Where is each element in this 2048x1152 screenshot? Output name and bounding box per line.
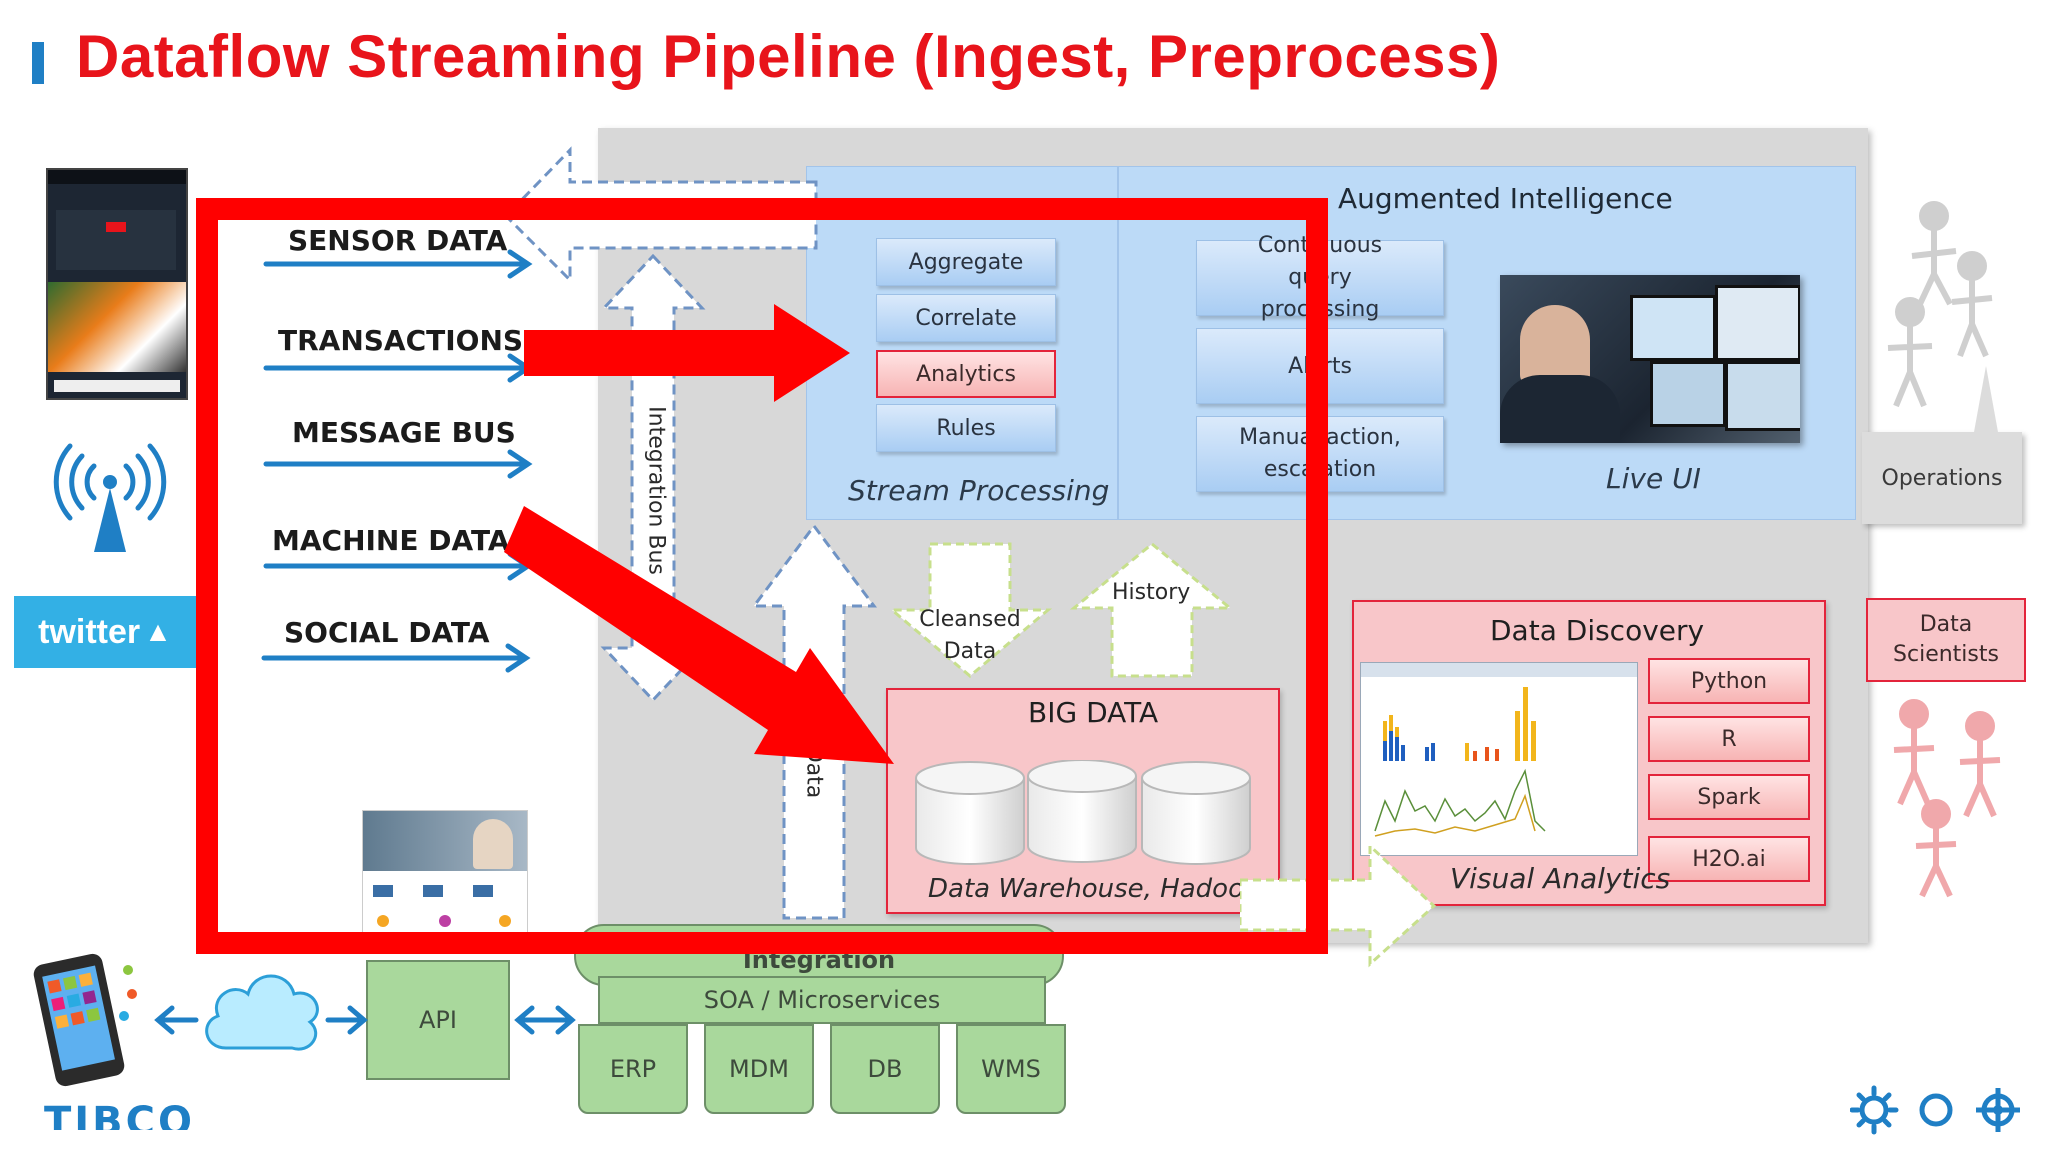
operations-people-icon	[1887, 201, 1998, 432]
spark-box: Spark	[1648, 774, 1810, 820]
history-arrow	[1069, 542, 1235, 678]
web-portal-screenshot	[362, 810, 528, 936]
db-box: DB	[830, 1024, 940, 1114]
rules-box: Rules	[876, 404, 1056, 452]
integration-bus-arrow	[600, 253, 706, 703]
api-integration-connector-arrow	[514, 1005, 576, 1035]
cloud-connector-arrows	[154, 1005, 368, 1035]
twitter-logo: twitter▲	[14, 596, 196, 668]
sports-app-screenshot	[46, 168, 188, 400]
cleansed-data-label: Cleansed Data	[919, 607, 1021, 664]
highlight-frame	[196, 198, 1328, 954]
title-accent-bar	[32, 42, 44, 84]
erp-box: ERP	[578, 1024, 688, 1114]
mobile-apps-icon	[33, 953, 137, 1087]
source-flow-arrows	[261, 249, 533, 673]
soa-box: SOA / Microservices	[598, 976, 1046, 1024]
python-box: Python	[1648, 658, 1810, 704]
operations-box: Operations	[1862, 432, 2022, 524]
big-data-subtitle: Data Warehouse, Hadoop	[928, 874, 1261, 904]
operations-label: Operations	[1881, 465, 2003, 491]
visual-analytics-label: Visual Analytics	[1450, 862, 1671, 895]
h2o-box: H2O.ai	[1648, 836, 1810, 882]
live-ui-label: Live UI	[1606, 462, 1701, 495]
data-scientists-people-icon	[1893, 699, 2001, 898]
visual-analytics-screenshot	[1360, 662, 1638, 856]
big-data-title: BIG DATA	[1028, 696, 1159, 729]
stream-processing-panel	[806, 166, 1118, 520]
aggregate-box: Aggregate	[876, 238, 1056, 286]
tibco-logo: TIBCO	[44, 1099, 196, 1130]
twitter-bird-icon: ▲	[144, 616, 172, 647]
big-data-to-discovery-arrow	[1240, 842, 1437, 968]
mdm-box: MDM	[704, 1024, 814, 1114]
stream-processing-label: Stream Processing	[848, 474, 1110, 507]
source-social-data: SOCIAL DATA	[284, 616, 490, 649]
page-title: Dataflow Streaming Pipeline (Ingest, Pre…	[76, 23, 1501, 90]
wireless-signal-icon	[52, 438, 168, 556]
cleansed-data-arrow	[887, 542, 1053, 678]
source-machine-data: MACHINE DATA	[272, 524, 510, 557]
augmented-intelligence-title: Augmented Intelligence	[1338, 182, 1673, 215]
footer-nav-icons	[1850, 1085, 2020, 1135]
live-ui-photo	[1500, 275, 1800, 443]
data-scientists-label: Data Scientists	[1893, 612, 1999, 667]
cloud-icon	[205, 974, 319, 1051]
api-box: API	[366, 960, 510, 1080]
red-arrow-to-analytics	[524, 304, 850, 402]
source-message-bus: MESSAGE BUS	[292, 416, 516, 449]
data-discovery-title: Data Discovery	[1490, 614, 1705, 647]
data-scientists-box: Data Scientists	[1866, 598, 2026, 682]
r-box: R	[1648, 716, 1810, 762]
source-sensor-data: SENSOR DATA	[288, 224, 508, 257]
history-label: History	[1112, 580, 1191, 605]
database-cylinders-icon	[915, 760, 1251, 865]
red-arrow-to-big-data	[504, 506, 894, 764]
wms-box: WMS	[956, 1024, 1066, 1114]
correlate-box: Correlate	[876, 294, 1056, 342]
analytics-box: Analytics	[876, 350, 1056, 398]
source-transactions: TRANSACTIONS	[278, 324, 524, 357]
